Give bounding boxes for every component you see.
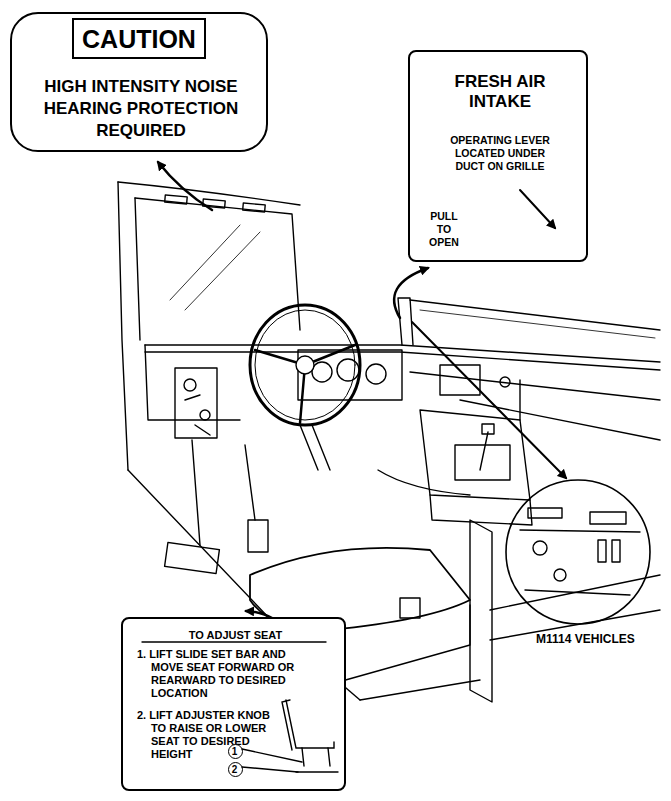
placard-text: TO ADJUST SEAT bbox=[133, 629, 338, 642]
placard-text: CAUTION bbox=[74, 25, 204, 53]
placard-text: PULL TO OPEN bbox=[422, 210, 466, 249]
placard-text: 2. LIFT ADJUSTER KNOB TO RAISE OR LOWER … bbox=[137, 709, 272, 761]
caution-box: CAUTION bbox=[72, 18, 206, 59]
vehicle-label: M1114 VEHICLES bbox=[536, 632, 635, 646]
placard-text: 1. LIFT SLIDE SET BAR AND MOVE SEAT FORW… bbox=[137, 648, 319, 700]
placard-text: 1 bbox=[229, 746, 240, 758]
callout-circle: 2 bbox=[228, 762, 243, 777]
placard-text: HIGH INTENSITY NOISE HEARING PROTECTION … bbox=[21, 76, 261, 142]
caution-placard: HIGH INTENSITY NOISE HEARING PROTECTION … bbox=[10, 12, 268, 152]
fresh-air-placard: FRESH AIR INTAKE OPERATING LEVER LOCATED … bbox=[408, 50, 588, 262]
callout-circle: 1 bbox=[228, 744, 243, 759]
placard-text: 2 bbox=[229, 764, 240, 776]
seat-adjust-placard: TO ADJUST SEAT 1. LIFT SLIDE SET BAR AND … bbox=[121, 617, 346, 791]
placard-text: FRESH AIR INTAKE bbox=[425, 72, 575, 112]
placard-text: OPERATING LEVER LOCATED UNDER DUCT ON GR… bbox=[441, 134, 559, 173]
